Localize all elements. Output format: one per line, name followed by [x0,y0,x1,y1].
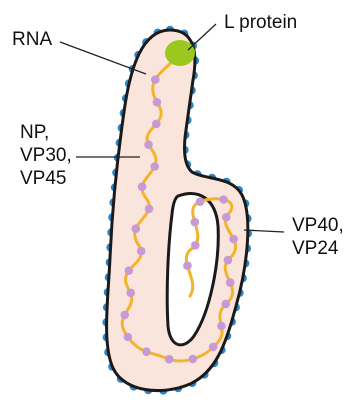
nucleoprotein-dot [138,182,147,191]
nucleoprotein-dot [125,266,134,275]
leader-line-l-protein [188,24,216,50]
nucleoprotein-dot [137,247,146,256]
np-vp30-vp45-label: NP, VP30, VP45 [20,121,72,190]
nucleoprotein-dot [196,197,205,206]
nucleoprotein-dot [145,205,154,214]
nucleoprotein-dot [229,235,238,244]
nucleoprotein-dot [126,289,135,298]
nucleoprotein-dot [183,261,192,270]
nucleoprotein-dot [191,241,200,250]
nucleoprotein-dot [165,355,174,364]
vp40-vp24-label: VP40, VP24 [292,214,344,260]
nucleoprotein-dot [151,75,160,84]
nucleoprotein-dot [226,278,235,287]
leader-line-rna [60,42,146,74]
nucleoprotein-dot [224,256,233,265]
l-protein-blob [165,40,195,66]
nucleoprotein-dot [191,218,200,227]
nucleoprotein-dot [150,162,159,171]
nucleoprotein-dot [209,343,218,352]
nucleoprotein-dot [142,347,151,356]
nucleoprotein-dot [124,333,133,342]
nucleoprotein-dot [222,213,231,222]
nucleoprotein-dot [144,140,153,149]
rna-label: RNA [12,28,52,51]
nucleoprotein-dot [153,98,162,107]
nucleoprotein-dot [189,355,198,364]
l-protein-label: L protein [224,11,297,34]
nucleoprotein-dot [217,322,226,331]
nucleoprotein-dot [219,195,228,204]
nucleoprotein-dot [120,311,129,320]
nucleoprotein-dot [152,120,161,129]
nucleoprotein-dot [132,224,141,233]
nucleoprotein-dot [222,300,231,309]
